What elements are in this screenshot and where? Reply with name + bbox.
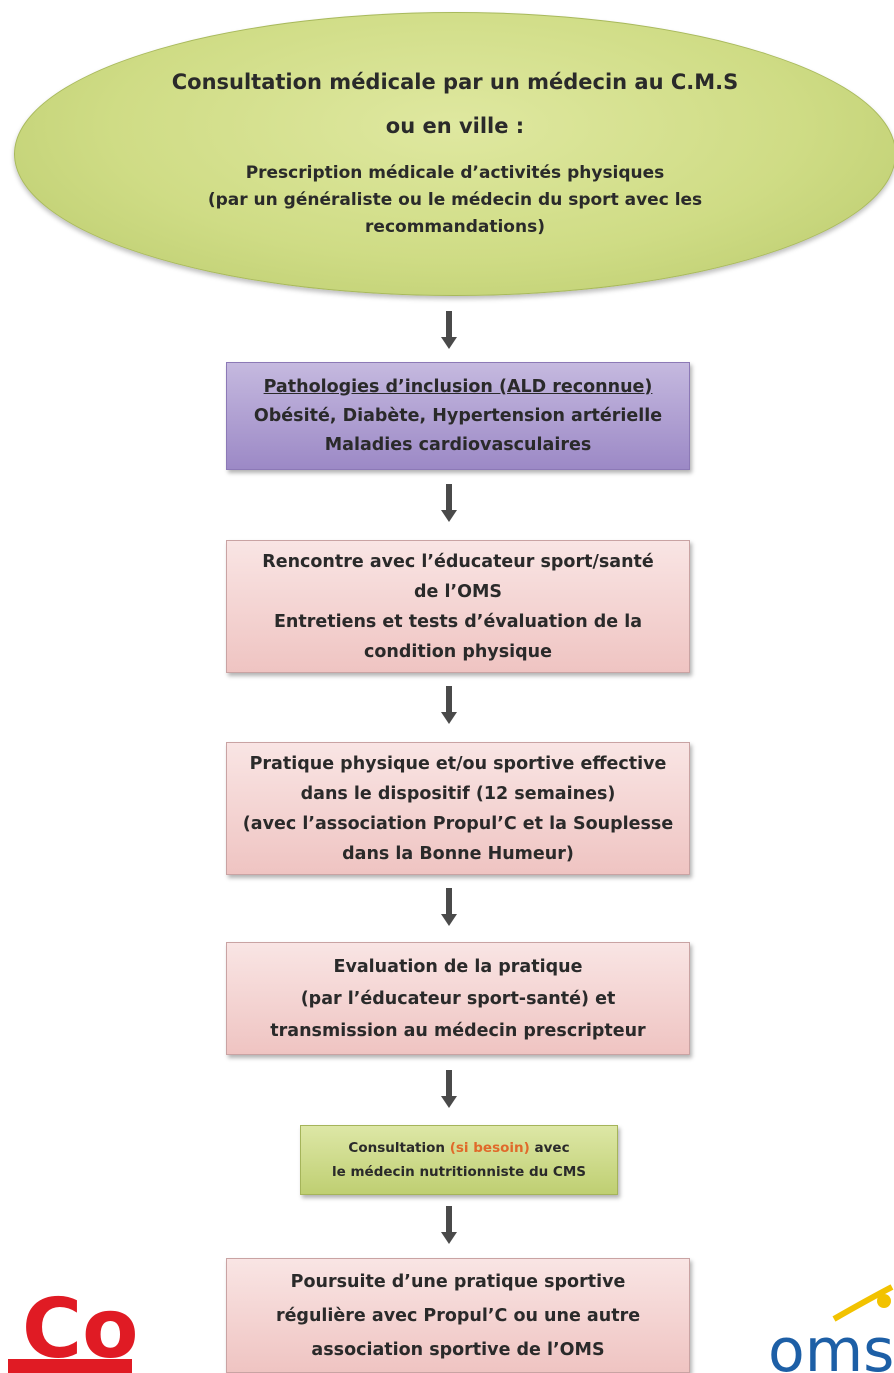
practice-line2: dans le dispositif (12 semaines) xyxy=(300,783,616,804)
arrow-down-icon xyxy=(441,888,457,926)
arrow-down-icon xyxy=(441,311,457,349)
consultation-line1: Consultation (si besoin) avec xyxy=(301,1136,617,1160)
practice-line4: dans la Bonne Humeur) xyxy=(342,843,574,864)
pathologies-line3: Maladies cardiovasculaires xyxy=(324,434,592,455)
start-sub-line1: Prescription médicale d’activités physiq… xyxy=(245,163,665,183)
pathologies-box: Pathologies d’inclusion (ALD reconnue) O… xyxy=(226,362,690,470)
propulc-logo: Co xyxy=(8,1283,136,1373)
start-sub-line2: (par un généraliste ou le médecin du spo… xyxy=(207,190,703,210)
meeting-line3: Entretiens et tests d’évaluation de la xyxy=(273,611,643,632)
start-title: Consultation médicale par un médecin au … xyxy=(60,60,850,148)
arrow-down-icon xyxy=(441,1070,457,1108)
consultation-line2: le médecin nutritionniste du CMS xyxy=(331,1164,586,1180)
evaluation-line1: Evaluation de la pratique xyxy=(333,956,583,977)
meeting-box: Rencontre avec l’éducateur sport/santé d… xyxy=(226,540,690,673)
start-title-line2: ou en ville : xyxy=(385,114,525,138)
meeting-line4: condition physique xyxy=(364,641,552,662)
arrow-down-icon xyxy=(441,484,457,522)
practice-box: Pratique physique et/ou sportive effecti… xyxy=(226,742,690,875)
arrow-down-icon xyxy=(441,686,457,724)
meeting-line2: de l’OMS xyxy=(413,581,503,602)
start-sub-line3: recommandations) xyxy=(365,217,545,237)
start-subtitle: Prescription médicale d’activités physiq… xyxy=(120,160,790,241)
logo-left-text: Co xyxy=(22,1283,136,1373)
continuation-line3: association sportive de l’OMS xyxy=(311,1339,605,1360)
meeting-line1: Rencontre avec l’éducateur sport/santé xyxy=(262,551,654,572)
continuation-line2: régulière avec Propul’C ou une autre xyxy=(275,1305,641,1326)
consultation-suffix: avec xyxy=(529,1140,570,1156)
start-ellipse xyxy=(14,12,894,296)
evaluation-line3: transmission au médecin prescripteur xyxy=(270,1020,646,1041)
practice-line1: Pratique physique et/ou sportive effecti… xyxy=(249,753,667,774)
evaluation-box: Evaluation de la pratique (par l’éducate… xyxy=(226,942,690,1055)
arrow-down-icon xyxy=(441,1206,457,1244)
consultation-prefix: Consultation xyxy=(348,1140,450,1156)
evaluation-line2: (par l’éducateur sport-santé) et xyxy=(300,988,616,1009)
continuation-box: Poursuite d’une pratique sportive réguli… xyxy=(226,1258,690,1373)
pathologies-title: Pathologies d’inclusion (ALD reconnue) xyxy=(263,376,653,397)
continuation-line1: Poursuite d’une pratique sportive xyxy=(290,1271,626,1292)
practice-line3: (avec l’association Propul’C et la Soupl… xyxy=(242,813,674,834)
consultation-highlight: (si besoin) xyxy=(449,1140,530,1156)
consultation-box: Consultation (si besoin) avec le médecin… xyxy=(300,1125,618,1195)
logo-right-text: oms xyxy=(768,1316,894,1373)
pathologies-line2: Obésité, Diabète, Hypertension artériell… xyxy=(253,405,663,426)
start-title-line1: Consultation médicale par un médecin au … xyxy=(171,70,739,94)
oms-logo: oms xyxy=(768,1284,894,1373)
